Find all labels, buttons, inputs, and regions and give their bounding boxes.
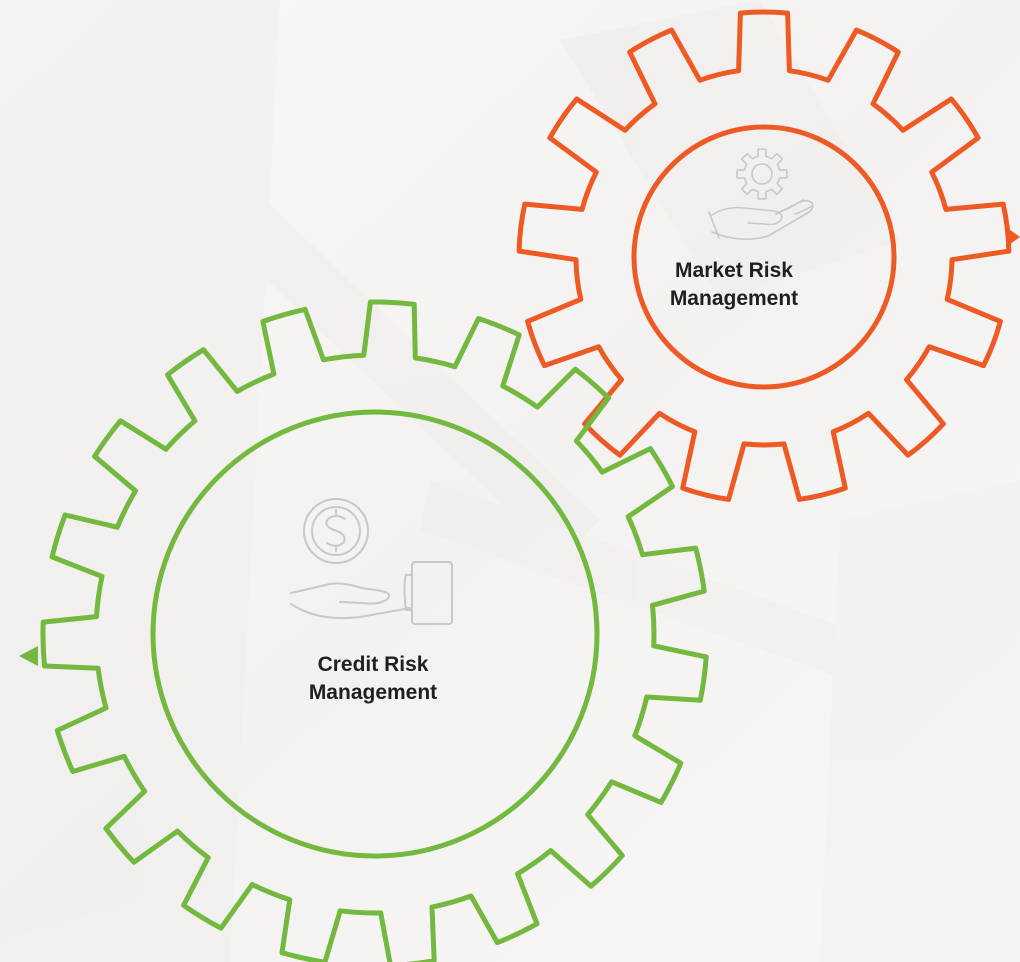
credit-gear-inner-ring bbox=[150, 409, 600, 859]
credit-gear bbox=[19, 299, 709, 962]
left-triangle-icon bbox=[19, 646, 38, 666]
credit-risk-label-line2: Management bbox=[308, 680, 438, 704]
right-triangle-icon bbox=[1006, 227, 1020, 247]
market-gear-inner-ring bbox=[631, 124, 897, 390]
market-risk-label-line2: Management bbox=[669, 286, 799, 310]
gear-on-hand-icon bbox=[708, 148, 814, 240]
market-risk-label-line1: Market Risk bbox=[675, 259, 793, 282]
credit-risk-label: Credit Risk Management bbox=[253, 651, 493, 706]
credit-gear-outline bbox=[40, 299, 709, 962]
market-gear-outline bbox=[516, 9, 1012, 502]
market-gear bbox=[516, 9, 1020, 502]
dollar-coin-hand-icon bbox=[290, 498, 453, 625]
market-risk-label: Market Risk Management bbox=[619, 257, 849, 312]
credit-risk-label-line1: Credit Risk bbox=[317, 653, 429, 676]
